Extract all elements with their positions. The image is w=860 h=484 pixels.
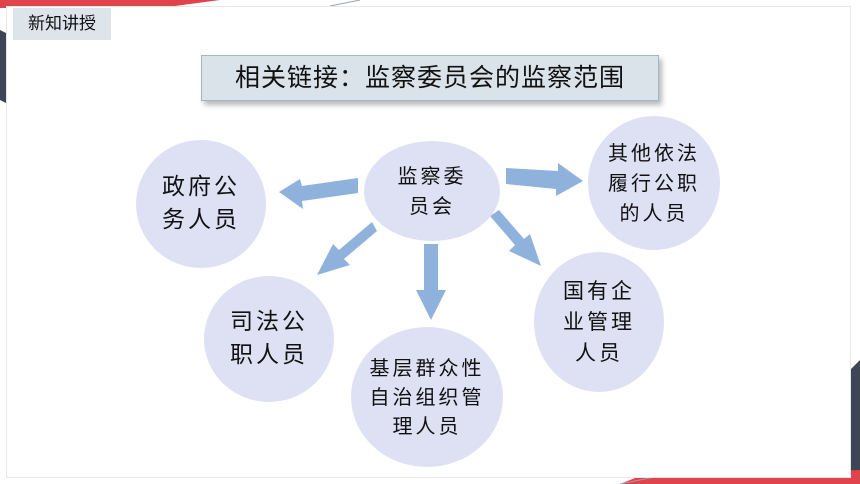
node-enterprise-line-3: 人员 bbox=[575, 340, 623, 365]
arrow-to-government bbox=[279, 178, 358, 209]
node-government-line-1: 政府公 bbox=[162, 174, 240, 200]
node-judicial-officials: 司法公职人员 bbox=[204, 276, 334, 402]
section-tag: 新知讲授 bbox=[13, 8, 111, 40]
slide-title: 相关链接：监察委员会的监察范围 bbox=[201, 55, 659, 101]
node-government-line-2: 务人员 bbox=[162, 207, 240, 233]
node-state-enterprise-managers: 国有企业管理人员 bbox=[534, 252, 664, 392]
node-other-line-3: 的人员 bbox=[619, 201, 689, 225]
arrow-to-other bbox=[506, 163, 583, 196]
node-enterprise-line-2: 业管理 bbox=[563, 309, 635, 334]
arrow-to-grassroots bbox=[416, 244, 446, 320]
center-node: 监察委员会 bbox=[364, 141, 500, 241]
node-other-public-officials: 其他依法履行公职的人员 bbox=[588, 116, 720, 250]
center-node-line-2: 员会 bbox=[409, 194, 455, 218]
node-grassroots-managers: 基层群众性自治组织管理人员 bbox=[351, 327, 503, 467]
node-other-line-1: 其他依法 bbox=[608, 141, 700, 165]
node-judicial-line-1: 司法公 bbox=[230, 309, 308, 335]
arrow-to-enterprise bbox=[490, 210, 541, 266]
node-grassroots-line-3: 理人员 bbox=[392, 413, 462, 438]
node-government-officials: 政府公务人员 bbox=[136, 140, 266, 268]
node-grassroots-line-1: 基层群众性 bbox=[369, 355, 485, 380]
node-judicial-line-2: 职人员 bbox=[230, 342, 308, 368]
center-node-line-1: 监察委 bbox=[397, 164, 467, 188]
node-other-line-2: 履行公职 bbox=[608, 171, 700, 195]
arrow-to-judicial bbox=[317, 222, 377, 275]
node-grassroots-line-2: 自治组织管 bbox=[369, 384, 485, 409]
node-enterprise-line-1: 国有企 bbox=[563, 278, 635, 303]
